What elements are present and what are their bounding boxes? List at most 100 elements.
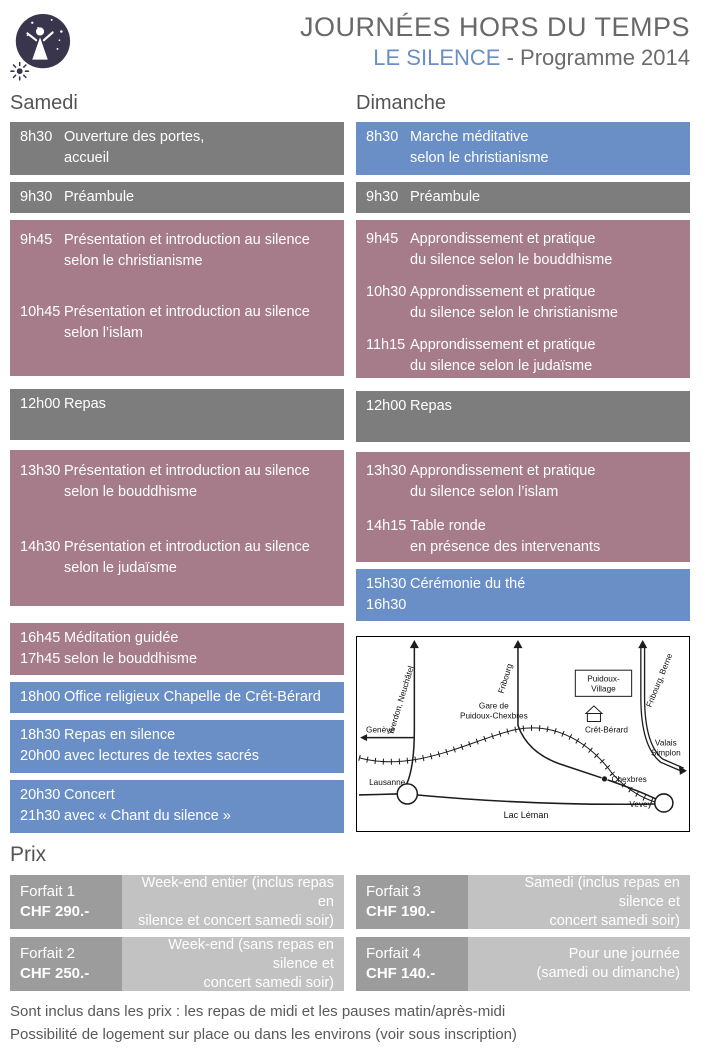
page-subtitle: LE SILENCE - Programme 2014: [72, 45, 690, 71]
subtitle-rest: - Programme 2014: [506, 45, 690, 70]
event-time: 14h30: [20, 539, 61, 555]
event-time: 18h00: [20, 689, 61, 705]
event-text: Repas: [64, 396, 106, 412]
samedi-block-concert: 20h30 21h30 Concert avec « Chant du sile…: [10, 780, 344, 833]
dimanche-block-approfondissement-morning: 9h45 Approndissement et pratique du sile…: [356, 220, 690, 378]
event-entry: 14h15 Table ronde en présence des interv…: [356, 516, 690, 558]
forfait-name: Forfait 2: [20, 945, 76, 962]
map-label-lausanne: Lausanne: [369, 778, 406, 787]
map-town-chexbres-dot: [601, 776, 608, 782]
price-option-label: Forfait 3 CHF 190.-: [356, 875, 468, 929]
logo-circle: [15, 14, 71, 69]
event-time: 9h45: [20, 232, 53, 248]
map-label-valais-2: Simplon: [651, 749, 681, 758]
event-entry: 18h00 Office religieux Chapelle de Crêt-…: [10, 687, 344, 708]
map-label-puidoux-village-2: Village: [591, 684, 616, 693]
price-option-forfait-2: Forfait 2 CHF 250.- Week-end (sans repas…: [10, 937, 344, 991]
saturday-heading: Samedi: [10, 92, 78, 114]
event-entry: 11h15 Approndissement et pratique du sil…: [356, 335, 690, 377]
event-time: 13h30: [20, 463, 61, 479]
map-svg: Genève Yverdon, Neuchâtel Fribourg Fribo…: [358, 640, 687, 820]
price-option-forfait-3: Forfait 3 CHF 190.- Samedi (inclus repas…: [356, 875, 690, 929]
event-entry: 10h45 Présentation et introduction au si…: [10, 302, 344, 344]
event-time: 8h30: [366, 129, 399, 145]
event-time: 12h00: [20, 396, 61, 412]
map-label-fribourg-berne: Fribourg, Berne: [645, 652, 675, 709]
schedule-columns: Samedi 8h30 Ouverture des portes, accuei…: [10, 92, 690, 833]
map-label-cret-berard: Crêt-Bérard: [585, 726, 628, 735]
event-text: Approndissement et pratique du silence s…: [410, 463, 596, 500]
event-entry: 13h30 Approndissement et pratique du sil…: [356, 461, 690, 503]
event-time: 9h30: [366, 189, 399, 205]
event-text: Présentation et introduction au silence …: [64, 463, 310, 500]
map-label-geneve: Genève: [366, 726, 395, 735]
logo-figure-icon: [26, 27, 54, 60]
forfait-description: Week-end (sans repas en silence et conce…: [122, 937, 344, 991]
forfait-price: CHF 250.-: [20, 965, 90, 982]
map-arrow-icons: [360, 640, 687, 775]
map-town-vevey: [654, 793, 674, 813]
event-entry: 15h30 16h30 Cérémonie du thé: [356, 574, 690, 616]
price-option-label: Forfait 1 CHF 290.-: [10, 875, 122, 929]
event-text: Repas en silence avec lectures de textes…: [64, 727, 260, 764]
samedi-block-presentations-afternoon: 13h30 Présentation et introduction au si…: [10, 450, 344, 606]
event-entry: 12h00 Repas: [10, 394, 344, 415]
event-time: 10h45: [20, 304, 61, 320]
event-entry: 9h30 Préambule: [10, 187, 344, 208]
access-map: Genève Yverdon, Neuchâtel Fribourg Fribo…: [356, 636, 690, 833]
event-time: 10h30: [366, 284, 407, 300]
map-cret-berard-icon: [584, 705, 604, 723]
event-entry: 12h00 Repas: [356, 396, 690, 417]
map-label-fribourg: Fribourg: [497, 662, 515, 694]
event-entry: 20h30 21h30 Concert avec « Chant du sile…: [10, 785, 344, 827]
map-puidoux-village-box: [574, 669, 633, 697]
event-time: 11h15: [366, 337, 406, 353]
event-text: Table ronde en présence des intervenants: [410, 518, 601, 555]
event-time: 14h15: [366, 518, 407, 534]
samedi-block-office: 18h00 Office religieux Chapelle de Crêt-…: [10, 682, 344, 713]
map-label-puidoux-village-1: Puidoux-: [587, 674, 620, 683]
pricing-grid: Forfait 1 CHF 290.- Week-end entier (inc…: [10, 875, 690, 991]
event-entry: 16h45 17h45 Méditation guidée selon le b…: [10, 628, 344, 670]
event-time: 20h30 21h30: [20, 787, 61, 824]
forfait-description: Pour une journée (samedi ou dimanche): [468, 937, 690, 991]
event-text: Approndissement et pratique du silence s…: [410, 337, 596, 374]
header: JOURNÉES HORS DU TEMPS LE SILENCE - Prog…: [10, 8, 690, 82]
sunday-heading: Dimanche: [356, 92, 447, 114]
event-text: Préambule: [410, 189, 481, 205]
map-road-fribourg: [517, 647, 602, 779]
map-roads: [359, 647, 657, 806]
samedi-block-presentations-morning: 9h45 Présentation et introduction au sil…: [10, 220, 344, 376]
event-time: 9h45: [366, 231, 399, 247]
samedi-block-repas-silence: 18h30 20h00 Repas en silence avec lectur…: [10, 720, 344, 773]
logo-sun-icon: [10, 61, 30, 81]
event-text: Présentation et introduction au silence …: [64, 232, 310, 269]
event-time: 15h30 16h30: [366, 576, 407, 613]
price-option-forfait-1: Forfait 1 CHF 290.- Week-end entier (inc…: [10, 875, 344, 929]
event-time: 18h30 20h00: [20, 727, 61, 764]
event-text: Préambule: [64, 189, 135, 205]
price-option-label: Forfait 4 CHF 140.-: [356, 937, 468, 991]
map-railway-ticks: [358, 725, 656, 805]
map-label-gare-1: Gare de: [479, 701, 509, 710]
map-label-yverdon-neuchatel: Yverdon, Neuchâtel: [386, 665, 416, 737]
event-text: Concert avec « Chant du silence »: [64, 787, 231, 824]
dimanche-block-repas: 12h00 Repas: [356, 391, 690, 442]
event-text: Marche méditative selon le christianisme: [410, 129, 549, 166]
event-entry: 8h30 Ouverture des portes, accueil: [10, 127, 344, 169]
event-text: Office religieux Chapelle de Crêt-Bérard: [64, 689, 321, 705]
map-label-chexbres: Chexbres: [612, 775, 647, 784]
map-label-valais-1: Valais: [655, 739, 677, 748]
logo-stars-icon: [26, 18, 63, 50]
event-time: 9h30: [20, 189, 53, 205]
event-time: 16h45 17h45: [20, 630, 61, 667]
event-entry: 9h45 Approndissement et pratique du sile…: [356, 229, 690, 271]
footer-line-1: Sont inclus dans les prix : les repas de…: [10, 1003, 506, 1020]
samedi-block-9h30: 9h30 Préambule: [10, 182, 344, 213]
forfait-price: CHF 140.-: [366, 965, 436, 982]
event-text: Approndissement et pratique du silence s…: [410, 231, 613, 268]
event-entry: 8h30 Marche méditative selon le christia…: [356, 127, 690, 169]
subtitle-highlight: LE SILENCE: [373, 45, 501, 70]
event-text: Cérémonie du thé: [410, 576, 526, 592]
